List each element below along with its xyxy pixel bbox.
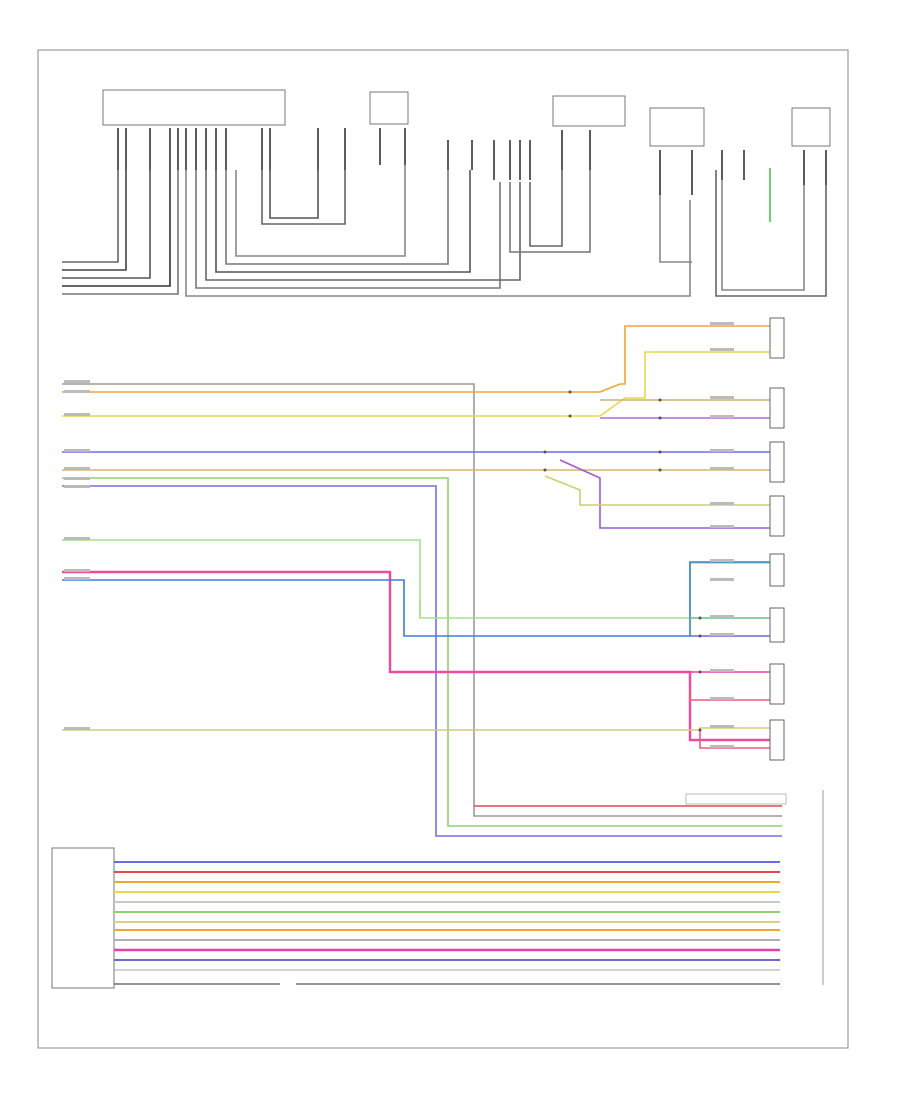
- component-box-5: [791, 107, 831, 147]
- switch-1: [769, 317, 785, 359]
- component-box-1: [102, 89, 286, 126]
- switch-3: [769, 441, 785, 483]
- component-box-3: [552, 95, 626, 127]
- component-box-2: [369, 91, 409, 125]
- component-box-4: [649, 107, 705, 147]
- top-components: [102, 89, 831, 147]
- connector-stubs: [117, 128, 827, 195]
- switch-2: [769, 387, 785, 429]
- bottom-bus: [114, 861, 780, 985]
- lower-right-connector: [685, 793, 787, 805]
- switch-5: [769, 553, 785, 587]
- bottom-module: [51, 847, 115, 989]
- switch-7: [769, 663, 785, 705]
- switch-6: [769, 607, 785, 643]
- signal-wires: [62, 325, 782, 837]
- top-harness: [62, 165, 827, 297]
- junctions: [543, 390, 702, 732]
- switch-4: [769, 495, 785, 537]
- switch-8: [769, 719, 785, 761]
- switch-column: [769, 317, 785, 761]
- diagram-frame: [37, 49, 849, 1049]
- wire-tags: [64, 322, 734, 748]
